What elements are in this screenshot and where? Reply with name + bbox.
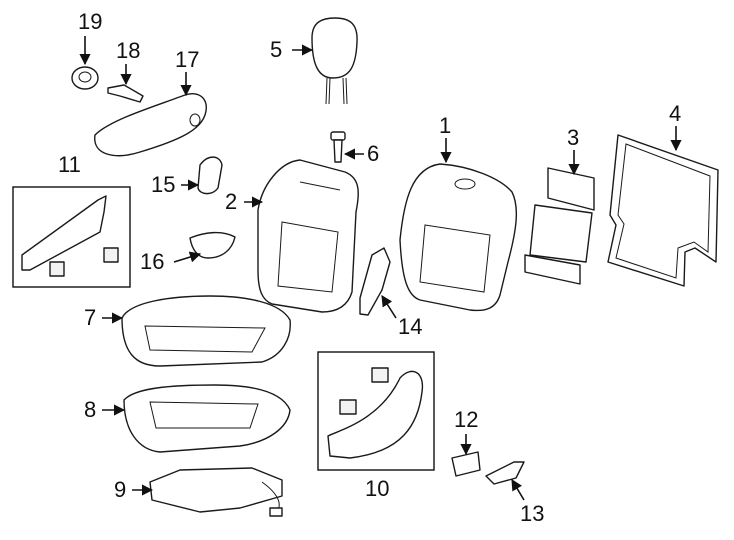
callout-18: 18 [116,38,141,63]
part-13-clip [485,461,525,485]
part-10-trim-box [317,351,435,471]
part-15-trim [197,156,223,195]
part-19-washer [71,66,99,90]
part-8-cushion-pan [123,384,291,453]
callout-3: 3 [567,125,580,150]
callout-5: 5 [270,37,283,62]
part-6-guide [330,131,346,163]
callout-10: 10 [365,476,390,501]
callout-12: 12 [454,407,479,432]
part-2-seatback-cover [257,159,359,313]
callout-4: 4 [669,101,682,126]
callout-13: 13 [520,501,545,526]
callout-17: 17 [175,47,200,72]
part-7-cushion-cover [121,295,291,367]
part-14-cover [359,247,391,316]
callout-16: 16 [140,249,165,274]
part-17-armrest [94,93,207,157]
part-18-pin [107,84,144,103]
part-5-headrest [311,17,358,105]
callout-11: 11 [58,152,81,177]
callout-1: 1 [439,113,452,138]
part-11-frame-box [12,186,131,288]
callout-19: 19 [78,9,103,34]
part-1-seatback [399,163,517,312]
part-4-frame [607,134,719,287]
part-9-plate [149,467,283,517]
callout-7: 7 [84,305,97,330]
leader-lines [79,36,682,501]
part-12-clip [451,451,481,477]
callout-15: 15 [151,172,176,197]
callout-2: 2 [225,189,238,214]
callout-9: 9 [114,477,127,502]
part-3-pad [524,167,595,285]
callout-8: 8 [84,397,97,422]
callout-14: 14 [398,314,423,339]
callout-6: 6 [367,141,380,166]
